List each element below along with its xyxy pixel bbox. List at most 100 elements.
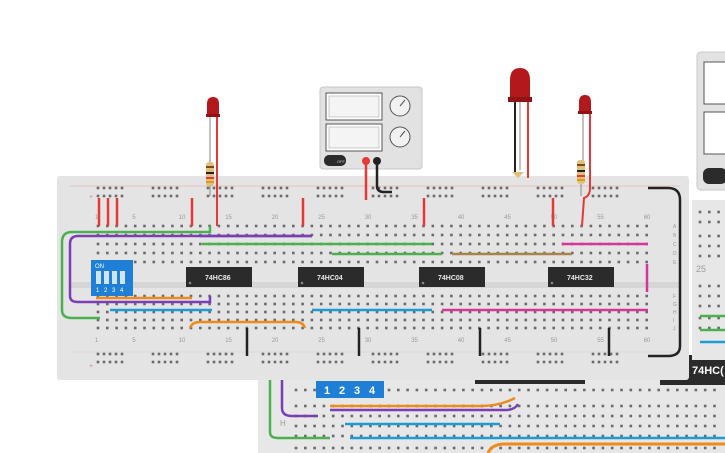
tie-point[interactable] [264, 326, 267, 330]
tie-point[interactable] [617, 233, 621, 237]
lower-tie-point[interactable] [527, 388, 530, 392]
lower-tie-point[interactable] [703, 404, 707, 408]
lower-tie-point[interactable] [536, 434, 540, 438]
tie-point[interactable] [580, 233, 583, 237]
tie-point[interactable] [571, 294, 574, 298]
rail-hole[interactable] [206, 360, 210, 364]
tie-point[interactable] [143, 224, 146, 228]
tie-point[interactable] [515, 302, 518, 306]
tie-point[interactable] [450, 242, 453, 246]
rail-hole[interactable] [395, 194, 399, 198]
rail-hole[interactable] [554, 194, 558, 198]
rail-hole[interactable] [157, 194, 161, 198]
tie-point[interactable] [394, 233, 397, 237]
lower-tie-point[interactable] [322, 434, 326, 438]
lower-dip-switch[interactable]: 1 2 3 4 [316, 381, 384, 398]
rail-hole[interactable] [230, 352, 234, 356]
lower-tie-point[interactable] [592, 446, 595, 450]
tie-point[interactable] [636, 302, 639, 306]
right-tie-point[interactable] [717, 316, 720, 320]
lower-tie-point[interactable] [620, 388, 623, 392]
lower-tie-point[interactable] [397, 414, 400, 418]
tie-point[interactable] [394, 310, 397, 314]
tie-point[interactable] [133, 260, 137, 264]
lower-tie-point[interactable] [638, 388, 642, 392]
rail-hole[interactable] [285, 352, 289, 356]
lower-tie-point[interactable] [545, 404, 549, 408]
lower-tie-point[interactable] [545, 388, 549, 392]
rail-hole[interactable] [383, 194, 387, 198]
lower-tie-point[interactable] [610, 424, 614, 428]
lower-tie-point[interactable] [555, 424, 558, 428]
lower-tie-point[interactable] [573, 424, 577, 428]
right-tie-point[interactable] [708, 244, 711, 248]
tie-point[interactable] [524, 294, 528, 298]
tie-point[interactable] [422, 260, 425, 264]
tie-point[interactable] [598, 233, 602, 237]
tie-point[interactable] [282, 318, 286, 322]
tie-point[interactable] [543, 233, 546, 237]
tie-point[interactable] [115, 302, 118, 306]
tie-point[interactable] [143, 251, 146, 255]
lower-tie-point[interactable] [341, 414, 344, 418]
tie-point[interactable] [106, 302, 109, 306]
tie-point[interactable] [143, 318, 146, 322]
rail-hole[interactable] [609, 186, 613, 190]
tie-point[interactable] [571, 260, 574, 264]
lower-tie-point[interactable] [545, 434, 549, 438]
rail-hole[interactable] [505, 360, 509, 364]
tie-point[interactable] [645, 302, 648, 306]
lower-tie-point[interactable] [629, 434, 633, 438]
lower-tie-point[interactable] [341, 434, 344, 438]
tie-point[interactable] [161, 318, 165, 322]
rail-hole[interactable] [328, 352, 332, 356]
rail-hole[interactable] [108, 352, 112, 356]
tie-point[interactable] [366, 233, 369, 237]
rail-hole[interactable] [444, 352, 448, 356]
rail-hole[interactable] [218, 360, 222, 364]
lower-tie-point[interactable] [378, 434, 381, 438]
tie-point[interactable] [636, 233, 639, 237]
tie-point[interactable] [245, 302, 249, 306]
lower-tie-point[interactable] [508, 446, 512, 450]
tie-point[interactable] [478, 224, 481, 228]
lower-tie-point[interactable] [387, 414, 391, 418]
lower-tie-point[interactable] [536, 388, 540, 392]
lower-tie-point[interactable] [638, 446, 642, 450]
tie-point[interactable] [347, 302, 351, 306]
lower-tie-point[interactable] [564, 446, 567, 450]
rail-hole[interactable] [273, 352, 277, 356]
tie-point[interactable] [226, 318, 230, 322]
chip-74hc32[interactable]: 74HC32 [548, 267, 614, 287]
tie-point[interactable] [608, 294, 611, 298]
tie-point[interactable] [626, 224, 630, 228]
rail-hole[interactable] [481, 352, 485, 356]
rail-hole[interactable] [389, 186, 393, 190]
tie-point[interactable] [552, 233, 555, 237]
rail-hole[interactable] [444, 360, 448, 364]
lower-tie-point[interactable] [610, 414, 614, 418]
rail-hole[interactable] [175, 186, 179, 190]
tie-point[interactable] [533, 294, 537, 298]
right-tie-point[interactable] [717, 304, 720, 308]
tie-point[interactable] [412, 260, 416, 264]
rail-hole[interactable] [597, 194, 601, 198]
lower-tie-point[interactable] [387, 388, 391, 392]
tie-point[interactable] [608, 302, 611, 306]
rail-hole[interactable] [224, 186, 228, 190]
lower-tie-point[interactable] [499, 446, 502, 450]
rail-hole[interactable] [591, 352, 595, 356]
tie-point[interactable] [152, 318, 156, 322]
tie-point[interactable] [310, 224, 314, 228]
lower-tie-point[interactable] [573, 404, 577, 408]
tie-point[interactable] [636, 310, 639, 314]
tie-point[interactable] [180, 294, 183, 298]
tie-point[interactable] [459, 326, 462, 330]
rail-hole[interactable] [163, 186, 167, 190]
rail-hole[interactable] [340, 352, 344, 356]
lower-tie-point[interactable] [657, 424, 660, 428]
tie-point[interactable] [468, 310, 472, 314]
tie-point[interactable] [385, 224, 388, 228]
lower-tie-point[interactable] [620, 446, 623, 450]
